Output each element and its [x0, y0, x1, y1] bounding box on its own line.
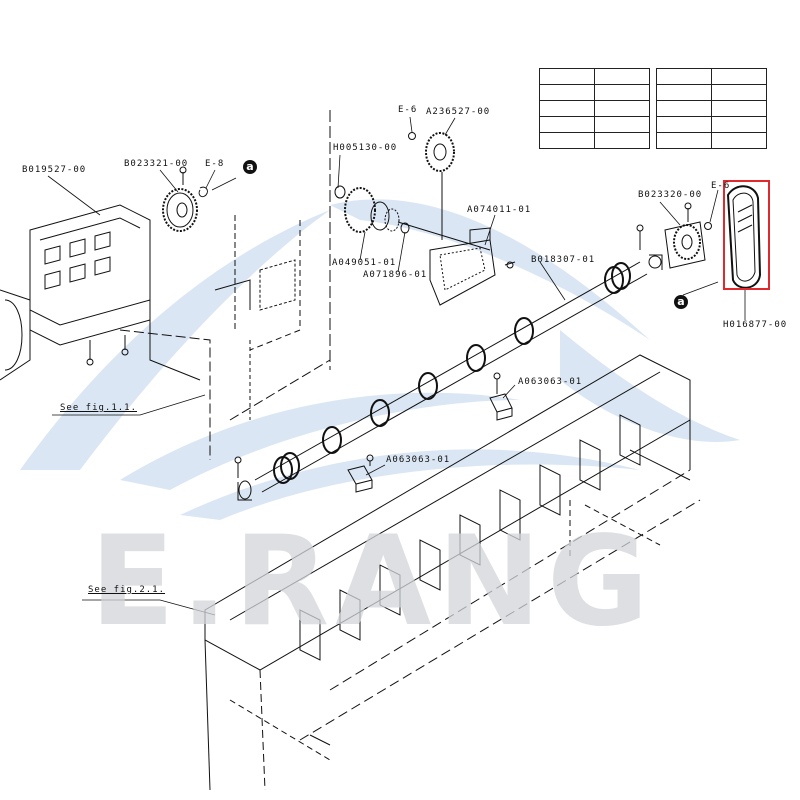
table-cell — [594, 100, 650, 117]
figure-reference-2-1: See fig.2.1. — [88, 585, 166, 595]
part-label-a236527: A236527-00 — [426, 107, 491, 117]
assembly-frame — [119, 110, 331, 460]
gear-b023320 — [664, 202, 712, 269]
table-cell — [594, 116, 650, 133]
table-gap — [650, 117, 657, 133]
gear-cluster-a049051 — [334, 185, 491, 251]
chassis-frame — [204, 354, 701, 791]
part-label-b018307: B018307-01 — [531, 255, 596, 265]
table-row — [539, 84, 767, 101]
table-cell — [711, 132, 767, 149]
part-label-e6-right: E-6 — [711, 181, 731, 191]
gear-a236527 — [408, 132, 455, 240]
table-cell — [711, 68, 767, 85]
table-row — [539, 116, 767, 133]
table-cell — [539, 68, 595, 85]
table-cell — [656, 84, 712, 101]
table-cell — [539, 116, 595, 133]
part-label-a071896: A071896-01 — [363, 270, 428, 280]
table-cell — [594, 84, 650, 101]
table-gap — [650, 101, 657, 117]
table-cell — [539, 100, 595, 117]
watermark-text: E.RANG — [90, 510, 655, 654]
table-gap — [650, 85, 657, 101]
table-cell — [711, 116, 767, 133]
table-cell — [711, 100, 767, 117]
table-gap — [650, 133, 657, 149]
table-cell — [539, 132, 595, 149]
gear-b023321 — [162, 166, 208, 232]
part-label-h005130: H005130-00 — [333, 143, 398, 153]
table-cell — [594, 68, 650, 85]
bracket-b019527 — [0, 204, 151, 381]
callout-marker-left: a — [243, 160, 257, 174]
table-gap — [650, 69, 657, 85]
shaft-b018307 — [234, 224, 663, 501]
table-cell — [594, 132, 650, 149]
table-cell — [656, 68, 712, 85]
belt-h016877 — [726, 185, 762, 289]
parts-table — [539, 68, 767, 149]
part-label-b023321: B023321-00 — [124, 159, 189, 169]
table-cell — [539, 84, 595, 101]
watermark-waves — [20, 199, 740, 520]
leader-lines — [47, 116, 746, 616]
part-label-b019527: B019527-00 — [22, 165, 87, 175]
table-cell — [656, 100, 712, 117]
figure-reference-1-1: See fig.1.1. — [60, 403, 138, 413]
table-row — [539, 68, 767, 85]
table-cell — [656, 116, 712, 133]
part-label-e6-top: E-6 — [398, 105, 418, 115]
table-cell — [711, 84, 767, 101]
part-label-a074011: A074011-01 — [467, 205, 532, 215]
table-cell — [656, 132, 712, 149]
clip-a063063 — [347, 372, 513, 493]
part-label-a049051: A049051-01 — [332, 258, 397, 268]
highlight-box-h016877 — [723, 180, 770, 290]
table-row — [539, 100, 767, 117]
part-label-b023320: B023320-00 — [638, 190, 703, 200]
bracket-a074011 — [429, 227, 516, 306]
callout-marker-right: a — [674, 295, 688, 309]
part-label-a063063-upper: A063063-01 — [518, 377, 583, 387]
part-label-e8: E-8 — [205, 159, 225, 169]
part-label-a063063-lower: A063063-01 — [386, 455, 451, 465]
table-row — [539, 132, 767, 149]
part-label-h016877: H016877-00 — [723, 320, 788, 330]
